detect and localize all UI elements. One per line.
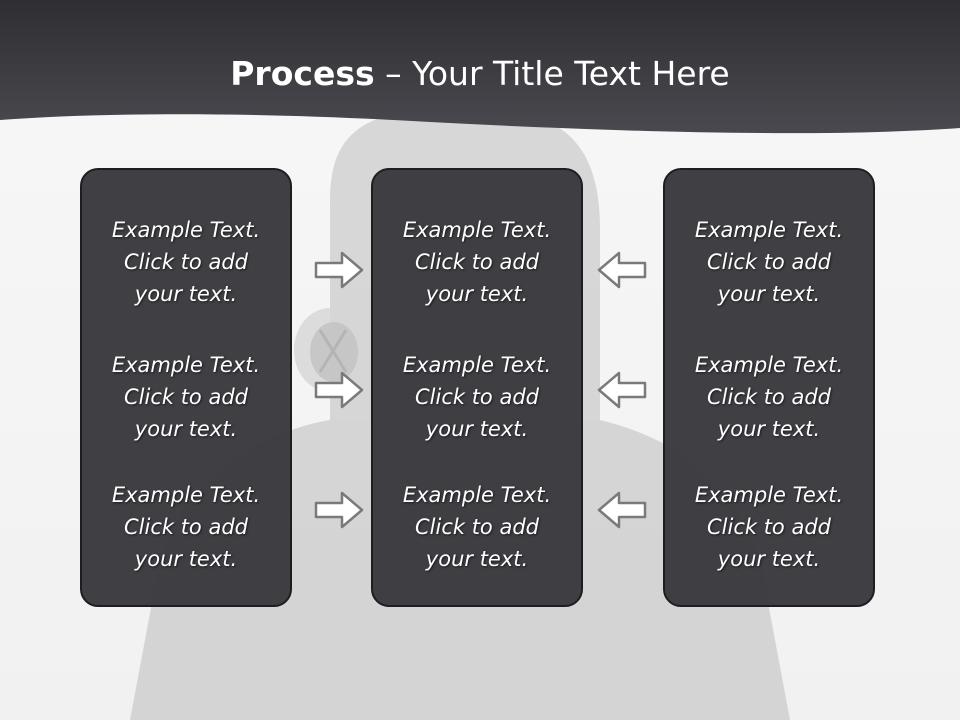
text-block[interactable]: Example Text. Click to add your text. [665,214,873,310]
text-block[interactable]: Example Text. Click to add your text. [82,349,290,445]
process-box-left[interactable]: Example Text. Click to add your text. Ex… [80,168,292,607]
text-line: your text. [717,282,821,306]
text-line: Click to add [706,515,831,539]
title-rest: – Your Title Text Here [374,54,730,93]
text-line: Example Text. [402,483,552,507]
text-block[interactable]: Example Text. Click to add your text. [82,479,290,575]
text-line: your text. [134,547,238,571]
text-line: your text. [425,417,529,441]
text-line: your text. [425,547,529,571]
text-line: Click to add [123,250,248,274]
arrow-left-icon [597,371,647,409]
text-line: Click to add [414,250,539,274]
text-line: Click to add [414,515,539,539]
title-bold: Process [230,54,375,93]
text-line: your text. [134,282,238,306]
text-line: Click to add [706,385,831,409]
text-line: your text. [134,417,238,441]
arrow-right-icon [314,371,364,409]
header-band [0,0,960,134]
text-block[interactable]: Example Text. Click to add your text. [665,349,873,445]
text-line: Example Text. [111,353,261,377]
text-line: Example Text. [694,353,844,377]
text-line: Example Text. [111,483,261,507]
text-line: your text. [717,417,821,441]
text-line: Click to add [123,385,248,409]
process-box-center[interactable]: Example Text. Click to add your text. Ex… [371,168,583,607]
text-line: Example Text. [402,218,552,242]
arrow-left-icon [597,251,647,289]
arrow-left-icon [597,491,647,529]
process-box-right[interactable]: Example Text. Click to add your text. Ex… [663,168,875,607]
text-line: Example Text. [111,218,261,242]
arrow-right-icon [314,491,364,529]
text-line: your text. [717,547,821,571]
text-block[interactable]: Example Text. Click to add your text. [373,214,581,310]
text-line: Example Text. [402,353,552,377]
text-block[interactable]: Example Text. Click to add your text. [82,214,290,310]
arrow-right-icon [314,251,364,289]
text-line: Click to add [123,515,248,539]
text-line: Click to add [706,250,831,274]
text-block[interactable]: Example Text. Click to add your text. [665,479,873,575]
text-line: Example Text. [694,218,844,242]
text-block[interactable]: Example Text. Click to add your text. [373,479,581,575]
text-line: your text. [425,282,529,306]
text-line: Click to add [414,385,539,409]
slide-title: Process – Your Title Text Here [0,52,960,96]
text-block[interactable]: Example Text. Click to add your text. [373,349,581,445]
text-line: Example Text. [694,483,844,507]
